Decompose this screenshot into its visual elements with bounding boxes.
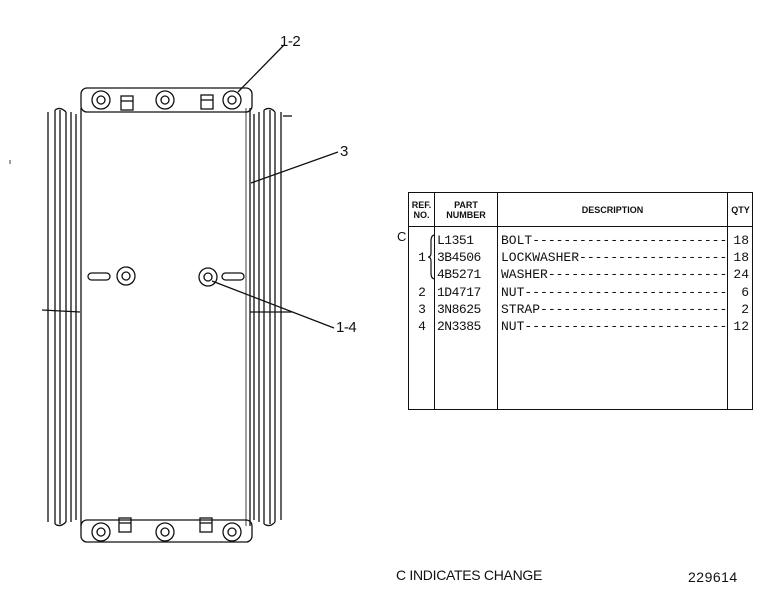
row-qty: 2 — [741, 302, 749, 317]
row-part-number: 3N8625 — [437, 302, 481, 317]
callout-3: 3 — [340, 143, 348, 160]
row-qty: 12 — [733, 319, 749, 334]
row-ref: 2 — [418, 285, 426, 300]
row-qty: 24 — [733, 267, 749, 282]
row-part-number: 1D4717 — [437, 285, 481, 300]
leader-3 — [250, 151, 339, 184]
parts-list-table: REF. NO. PART NUMBER DESCRIPTION QTY L13… — [408, 192, 753, 410]
row-description: STRAP-----------------------------------… — [501, 302, 729, 317]
callout-1-2: 1-2 — [280, 33, 301, 50]
row-qty: 18 — [733, 250, 749, 265]
row-qty: 6 — [741, 285, 749, 300]
row-part-number: 3B4506 — [437, 250, 481, 265]
row-description: BOLT------------------------------------… — [501, 233, 729, 248]
strap-plate — [80, 108, 251, 526]
drawing-number: 229614 — [688, 569, 738, 585]
row-description: NUT-------------------------------------… — [501, 319, 729, 334]
row-qty: 18 — [733, 233, 749, 248]
row-description: LOCKWASHER------------------------------… — [501, 250, 729, 265]
top-bracket — [80, 87, 253, 113]
left-core — [41, 107, 81, 527]
row-part-number: 2N3385 — [437, 319, 481, 334]
header-description: DESCRIPTION — [581, 204, 644, 215]
header-ref-no: REF. NO. — [411, 199, 432, 220]
header-part-number: PART NUMBER — [446, 199, 486, 220]
leader-1-4 — [211, 280, 335, 329]
change-note: C INDICATES CHANGE — [396, 567, 543, 583]
bottom-bracket — [80, 517, 253, 543]
row-description: WASHER----------------------------------… — [501, 267, 729, 282]
middle-mounts — [87, 266, 245, 287]
change-flag: C — [397, 229, 407, 244]
row-part-number: L1351 — [437, 233, 474, 248]
row-part-number: 4B5271 — [437, 267, 481, 282]
row-ref: 3 — [418, 302, 426, 317]
row-description: NUT-------------------------------------… — [501, 285, 729, 300]
row-ref: 1 — [418, 250, 426, 265]
group-bracket — [427, 234, 436, 280]
leader-1-2 — [237, 44, 285, 93]
row-ref: 4 — [418, 319, 426, 334]
header-qty: QTY — [731, 204, 750, 215]
callout-1-4: 1-4 — [336, 319, 357, 336]
